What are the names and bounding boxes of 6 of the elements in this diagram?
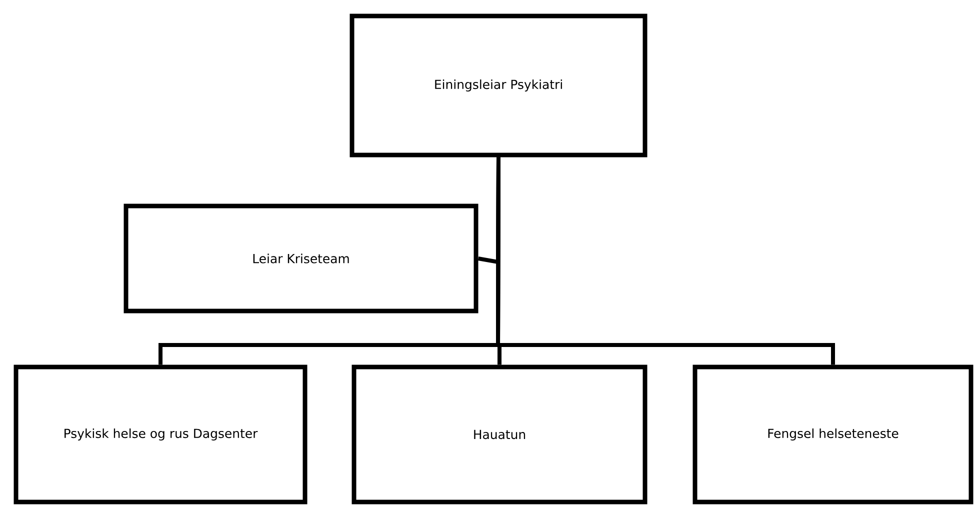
org-box: Leiar Kriseteam xyxy=(124,204,478,314)
org-box: Hauatun xyxy=(352,364,648,504)
connector-line xyxy=(496,157,835,365)
org-box: Psykisk helse og rus Dagsenter xyxy=(14,364,308,504)
org-box: Fengsel helseteneste xyxy=(692,364,974,504)
org-box: Einingsleiar Psykiatri xyxy=(350,14,648,158)
